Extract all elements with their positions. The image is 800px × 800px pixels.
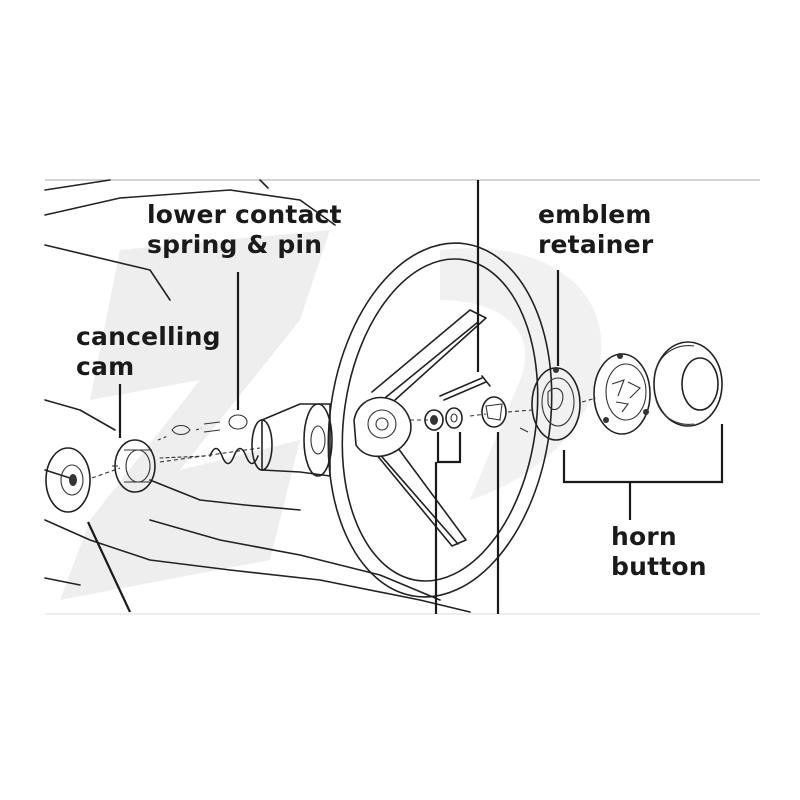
lower-contact-spring-pin-label: lower contact spring & pin <box>147 200 342 259</box>
horn-button-plate <box>593 353 651 435</box>
steering-wheel-rim <box>327 242 553 598</box>
contact-plate <box>481 396 529 433</box>
cancelling-cam-label: cancelling cam <box>76 322 221 381</box>
column-end-plate <box>45 447 121 513</box>
cancelling-cam <box>112 439 156 493</box>
watermark <box>60 230 602 600</box>
steering-wheel-spokes <box>353 309 487 547</box>
lower-contact-pin <box>157 414 248 441</box>
emblem-retainer-label: emblem retainer <box>538 200 654 259</box>
emblem-retainer <box>531 367 581 441</box>
leader-lines <box>87 180 724 614</box>
dashboard-panel <box>44 179 471 613</box>
horn-button-cap <box>653 341 723 427</box>
assembly-axis <box>159 397 597 463</box>
hub-washer <box>445 407 463 429</box>
horn-button-label: horn button <box>611 522 707 581</box>
retaining-screw <box>439 375 491 401</box>
